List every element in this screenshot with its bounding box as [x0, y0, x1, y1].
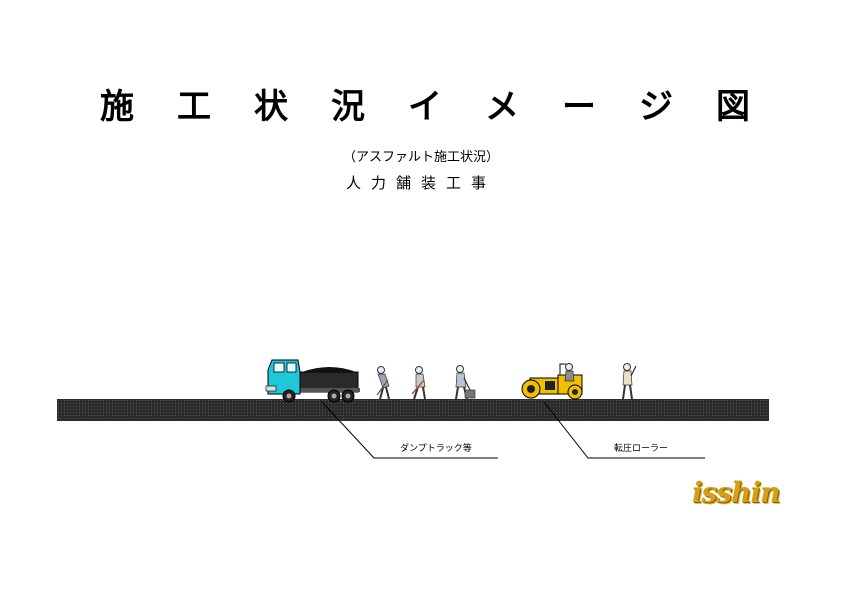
isshin-logo: isshin — [692, 476, 781, 509]
title-char-4: 況 — [331, 87, 365, 127]
dump-truck-callout-line — [321, 401, 498, 459]
worker-1-illustration — [376, 366, 390, 400]
title-char-7: ー — [562, 87, 596, 127]
title-char-3: 状 — [254, 87, 288, 127]
roller-callout-line — [543, 401, 705, 459]
title-char-5: イ — [408, 87, 442, 127]
dump-truck-illustration — [265, 359, 360, 403]
title-char-9: 図 — [716, 87, 750, 127]
worker-3-illustration — [455, 365, 476, 400]
roller-label: 転圧ローラー — [614, 444, 669, 454]
subtitle: （アスファルト施工状況） — [342, 150, 499, 165]
roller-illustration — [521, 363, 583, 400]
title-char-1: 施 — [100, 87, 134, 127]
page-title: 施 工 状 況 イ メ ー ジ 図 — [100, 82, 750, 132]
worker-2-illustration — [411, 366, 426, 400]
title-char-2: 工 — [177, 87, 211, 127]
title-char-8: ジ — [639, 87, 673, 127]
asphalt-road — [57, 399, 769, 421]
worker-4-illustration — [622, 363, 637, 400]
subtitle-work-type: 人力舗装工事 — [345, 174, 496, 192]
title-char-6: メ — [485, 87, 519, 127]
dump-truck-label: ダンプトラック等 — [400, 444, 472, 454]
